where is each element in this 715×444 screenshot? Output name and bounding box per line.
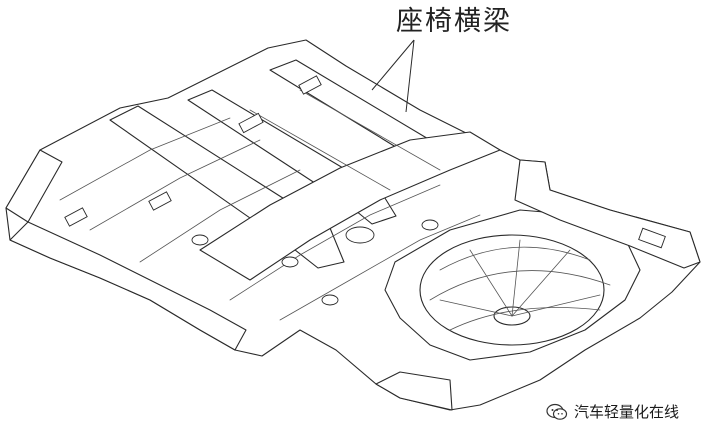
left-rocker [5, 149, 63, 223]
floor-rib-2 [89, 139, 261, 231]
floor-rib-3 [139, 169, 301, 263]
bracket-3 [298, 75, 322, 95]
bracket-4 [64, 207, 88, 227]
hole-4 [421, 219, 439, 231]
hole-1 [345, 226, 375, 244]
spare-wheel-well [419, 234, 605, 346]
seat-cross-member-label: 座椅横梁 [396, 6, 512, 37]
center-tunnel [199, 131, 501, 281]
floor-rib-5 [279, 214, 481, 321]
hole-3 [191, 234, 209, 246]
floor-rib-6 [299, 89, 441, 171]
wechat-icon [546, 402, 568, 422]
pan-rib-3 [449, 307, 601, 331]
left-rocker-lower [9, 221, 247, 351]
floor-rib-1 [59, 117, 231, 201]
rear-floor-pan [384, 209, 641, 361]
pan-radial-4 [511, 294, 601, 317]
pan-rib-1 [439, 246, 591, 271]
pan-radial-3 [511, 249, 571, 317]
pan-rib-2 [429, 270, 611, 301]
bracket-5 [638, 227, 666, 249]
hole-5 [321, 294, 339, 306]
pan-radial-1 [469, 249, 513, 317]
pan-radial-5 [439, 299, 513, 317]
floor-rib-4 [229, 184, 441, 301]
front-block [375, 371, 453, 411]
watermark: 汽车轻量化在线 [546, 401, 679, 422]
leader-line-1 [371, 39, 415, 91]
pan-radial-2 [511, 239, 521, 317]
watermark-text: 汽车轻量化在线 [574, 403, 680, 421]
leader-line-2 [405, 39, 415, 113]
floor-rib-7 [249, 109, 391, 191]
bracket-2 [238, 112, 264, 134]
bracket-1 [148, 191, 172, 211]
hole-2 [281, 256, 299, 268]
